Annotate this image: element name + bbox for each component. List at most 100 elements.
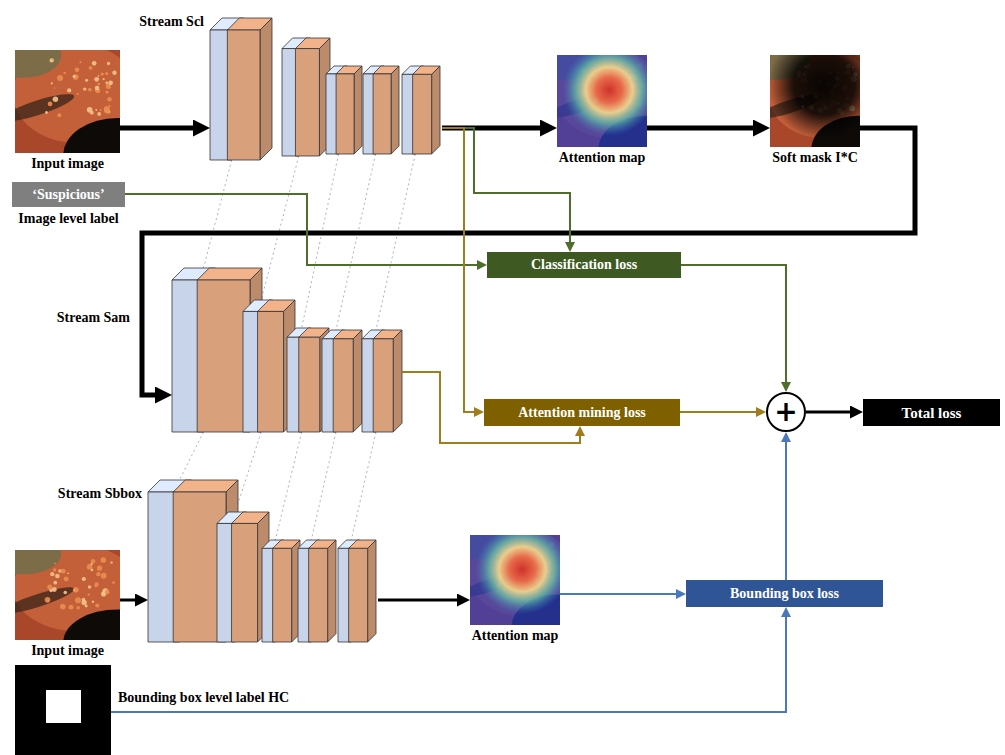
mucosa-spot bbox=[96, 572, 100, 576]
layer-side bbox=[432, 66, 440, 154]
mucosa-spot bbox=[105, 90, 108, 93]
bbox-label-ground bbox=[15, 665, 111, 755]
tissue-fold bbox=[15, 550, 61, 574]
cnn-stream: Stream Sam bbox=[172, 268, 402, 432]
layer-front bbox=[299, 337, 320, 432]
mucosa-spot bbox=[73, 587, 79, 593]
mucosa-spot bbox=[73, 74, 79, 80]
sum-node: + bbox=[766, 392, 806, 432]
box-label: Total loss bbox=[902, 405, 962, 421]
cnn-stack bbox=[172, 268, 402, 432]
mucosa-spot bbox=[64, 577, 69, 582]
loss-box: Classification loss bbox=[487, 252, 681, 278]
caption-text: Attention map bbox=[502, 150, 702, 166]
mucosa-spot bbox=[95, 86, 100, 91]
layer-front bbox=[373, 74, 391, 154]
mucosa-spot bbox=[97, 112, 101, 116]
shared-weight-line bbox=[351, 432, 376, 540]
layer-front bbox=[232, 523, 258, 642]
mucosa-spot bbox=[54, 562, 56, 564]
shared-weight-line bbox=[275, 432, 301, 540]
mucosa-spot bbox=[54, 87, 56, 89]
connector-arrow bbox=[378, 599, 464, 602]
shared-weight-line bbox=[336, 154, 376, 330]
attention-map: Attention map bbox=[557, 55, 647, 147]
layer-front bbox=[258, 311, 284, 432]
mucosa-spot bbox=[108, 80, 113, 85]
stream-label: Stream Sbbox bbox=[58, 486, 142, 502]
heatmap-blob bbox=[562, 55, 647, 136]
attention-map: Attention map bbox=[470, 535, 560, 625]
shared-weight-line bbox=[204, 160, 232, 268]
connector-arrow bbox=[560, 593, 681, 595]
mucosa-spot bbox=[50, 572, 54, 576]
mucosa-spot bbox=[53, 581, 57, 585]
mucosa-spot bbox=[67, 572, 69, 574]
shared-weight-line bbox=[376, 154, 415, 330]
mucosa-spot bbox=[83, 87, 86, 90]
layer-side bbox=[260, 18, 272, 160]
mucosa-spot bbox=[103, 78, 105, 80]
connector-arrow bbox=[647, 126, 762, 131]
bbox-label-box bbox=[46, 690, 81, 723]
soft-mask: Soft mask I*C bbox=[770, 55, 860, 147]
layer-front bbox=[197, 280, 250, 432]
cnn-stack bbox=[148, 480, 376, 642]
box-label: Classification loss bbox=[531, 257, 637, 273]
mucosa-spot bbox=[73, 75, 76, 78]
caption-text: Attention map bbox=[415, 628, 615, 644]
mucosa-spot bbox=[88, 585, 92, 589]
stream-label: Stream Sam bbox=[57, 310, 130, 326]
mucosa-spot bbox=[55, 574, 60, 579]
endoscopy-image bbox=[770, 55, 860, 147]
mucosa-spot bbox=[45, 597, 51, 603]
layer-front bbox=[349, 548, 368, 642]
endoscopy-image bbox=[15, 50, 120, 153]
mucosa-spot bbox=[90, 563, 92, 565]
layer-front bbox=[273, 548, 292, 642]
box-label: + bbox=[774, 398, 797, 426]
caption-text: Soft mask I*C bbox=[715, 150, 915, 166]
mucosa-spot bbox=[45, 111, 48, 114]
caption-text: Input image bbox=[0, 643, 168, 659]
tissue-fold bbox=[15, 89, 76, 126]
mucosa-spot bbox=[101, 557, 107, 563]
heatmap-blob bbox=[475, 535, 560, 614]
mucosa-spot bbox=[57, 75, 63, 81]
shared-weight-line bbox=[261, 156, 299, 300]
tissue-fold bbox=[15, 50, 61, 78]
mucosa-spot bbox=[79, 61, 81, 63]
mucosa-spot bbox=[112, 71, 116, 75]
mucosa-spot bbox=[50, 58, 54, 62]
mucosa-spot bbox=[75, 597, 81, 603]
endoscopy-image bbox=[15, 550, 120, 640]
mucosa-spot bbox=[88, 594, 90, 596]
mucosa-spot bbox=[101, 573, 107, 579]
loss-box: Bounding box loss bbox=[686, 580, 883, 607]
layer-side bbox=[368, 540, 376, 642]
layer-front bbox=[309, 548, 328, 642]
bbox-label-image: Bounding box level label HC bbox=[15, 665, 111, 755]
lumen bbox=[63, 118, 120, 153]
connector-arrow bbox=[680, 411, 761, 413]
layer-side bbox=[391, 66, 399, 154]
mucosa-spot bbox=[82, 577, 86, 581]
connector-arrow bbox=[806, 411, 857, 414]
connector-arrow bbox=[120, 599, 142, 602]
mucosa-spot bbox=[88, 88, 92, 92]
mucosa-spot bbox=[112, 581, 115, 584]
layer-front bbox=[336, 74, 354, 154]
mucosa-spot bbox=[105, 72, 108, 75]
mucosa-spot bbox=[107, 97, 111, 101]
mucosa-spot bbox=[107, 62, 110, 65]
layer-front bbox=[295, 49, 319, 156]
layer-side bbox=[354, 66, 362, 154]
mucosa-spot bbox=[101, 72, 104, 75]
stream-label: Stream Scl bbox=[139, 14, 204, 30]
mucosa-spot bbox=[76, 606, 80, 610]
cnn-stream: Stream Sbbox bbox=[148, 480, 378, 642]
layer-front bbox=[373, 339, 393, 432]
mucosa-spot bbox=[85, 79, 88, 82]
mucosa-spot bbox=[92, 61, 97, 66]
